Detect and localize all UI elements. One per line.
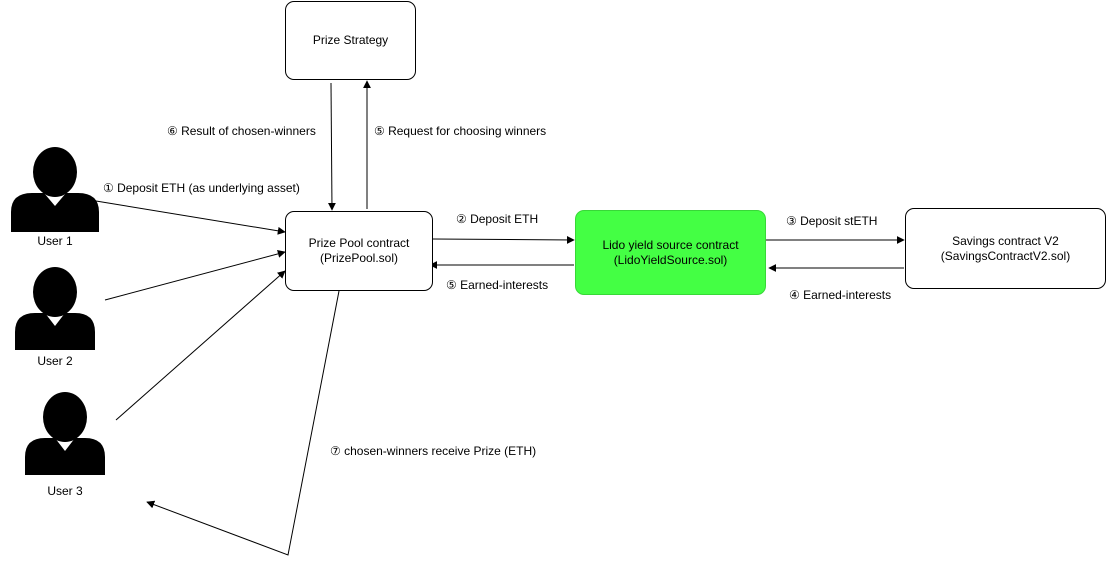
edge-label-result-chosen-winners: ⑥ Result of chosen-winners (167, 124, 316, 138)
user-3-icon (25, 392, 105, 475)
prize-strategy-node: Prize Strategy (285, 1, 416, 80)
arrow-user3-to-prizepool (115, 270, 286, 421)
arrow-prizepool-to-lido (432, 235, 575, 244)
prize-pool-node: Prize Pool contract (PrizePool.sol) (285, 211, 433, 291)
savings-contract-file: (SavingsContractV2.sol) (940, 248, 1071, 263)
edge-label-deposit-eth-underlying: ① Deposit ETH (as underlying asset) (103, 181, 300, 195)
savings-contract-node: Savings contract V2 (SavingsContractV2.s… (905, 208, 1106, 289)
user-1-label: User 1 (37, 234, 73, 248)
arrow-user1-to-prizepool (95, 200, 286, 235)
prize-strategy-label: Prize Strategy (312, 33, 389, 47)
user-3-label: User 3 (47, 484, 83, 498)
edge-label-deposit-eth: ② Deposit ETH (456, 212, 539, 226)
arrow-user2-to-prizepool (104, 249, 286, 301)
user-2-label: User 2 (37, 354, 73, 368)
lido-yield-source-file: (LidoYieldSource.sol) (613, 252, 728, 267)
arrow-prizepool-to-winners (146, 290, 340, 556)
edge-label-request-choosing-winners: ⑤ Request for choosing winners (374, 124, 547, 138)
user-1-icon (11, 147, 99, 232)
arrow-strategy-to-prizepool (327, 82, 336, 211)
lido-yield-source-node: Lido yield source contract (LidoYieldSou… (575, 210, 766, 295)
lido-yield-source-name: Lido yield source contract (602, 237, 739, 252)
prize-pool-name: Prize Pool contract (308, 236, 410, 250)
edge-label-earned-interests-lido: ⑤ Earned-interests (446, 278, 549, 292)
edge-label-winners-receive-prize: ⑦ chosen-winners receive Prize (ETH) (330, 444, 537, 458)
user-2-icon (15, 267, 95, 350)
edge-label-deposit-steth: ③ Deposit stETH (786, 214, 878, 228)
savings-contract-name: Savings contract V2 (952, 233, 1059, 248)
prize-pool-file: (PrizePool.sol) (319, 251, 399, 265)
edge-label-earned-interests-savings: ④ Earned-interests (789, 288, 892, 302)
